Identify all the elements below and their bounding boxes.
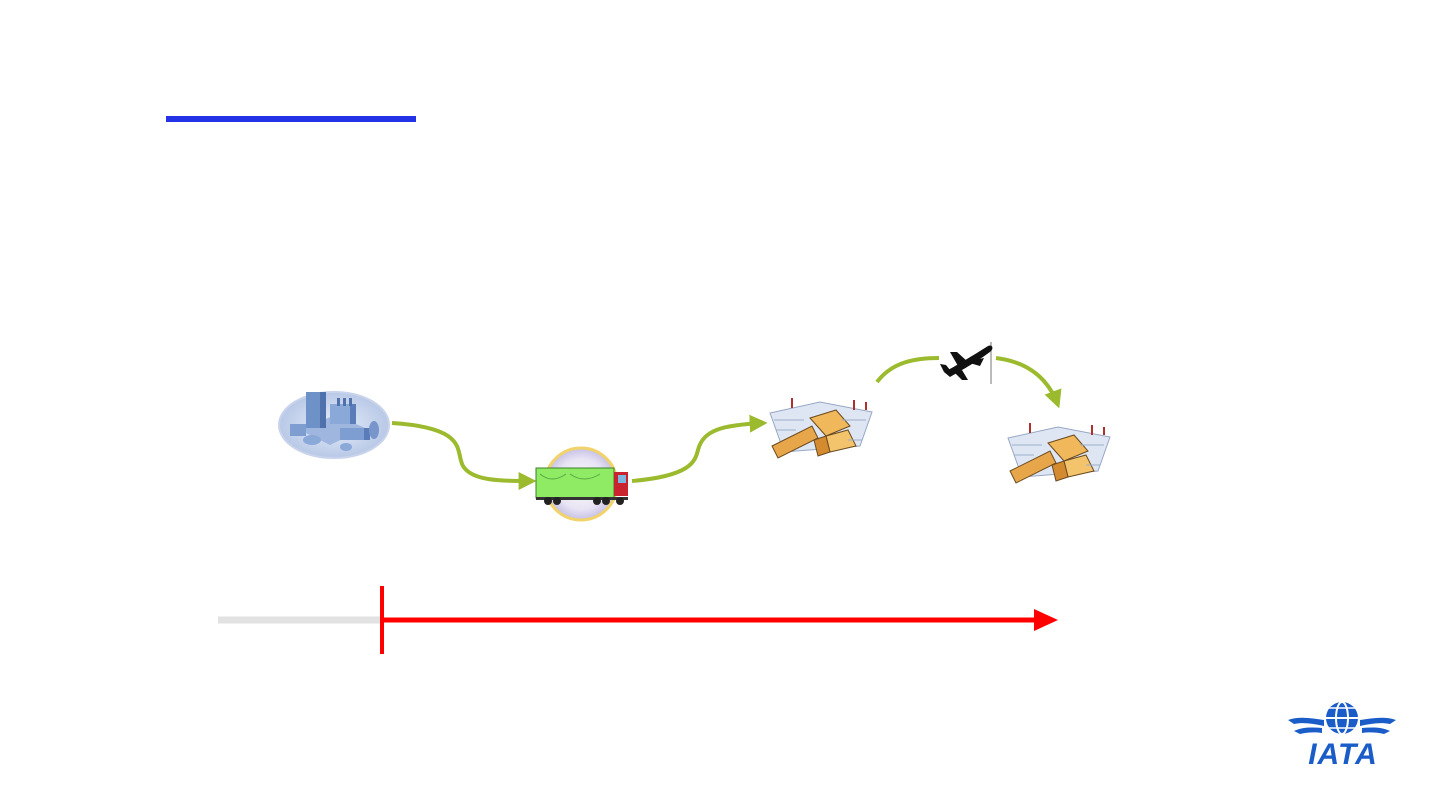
airport-icon-origin bbox=[769, 398, 873, 459]
iata-logo-icon bbox=[1288, 701, 1396, 735]
airplane-icon bbox=[939, 342, 993, 384]
flow-arrow-factory-to-truck bbox=[391, 421, 537, 490]
title-underline bbox=[166, 116, 416, 122]
flow-arrow-airport-to-plane bbox=[875, 356, 940, 384]
flow-arrow-truck-to-airport bbox=[631, 414, 768, 483]
timeline-arrowhead bbox=[1034, 609, 1058, 631]
airport-icon-destination bbox=[1007, 423, 1111, 484]
flow-arrow-plane-to-airport bbox=[995, 356, 1062, 409]
factory-icon bbox=[278, 391, 390, 459]
truck-icon bbox=[535, 446, 628, 522]
iata-logo-text: IATA bbox=[1308, 738, 1378, 771]
